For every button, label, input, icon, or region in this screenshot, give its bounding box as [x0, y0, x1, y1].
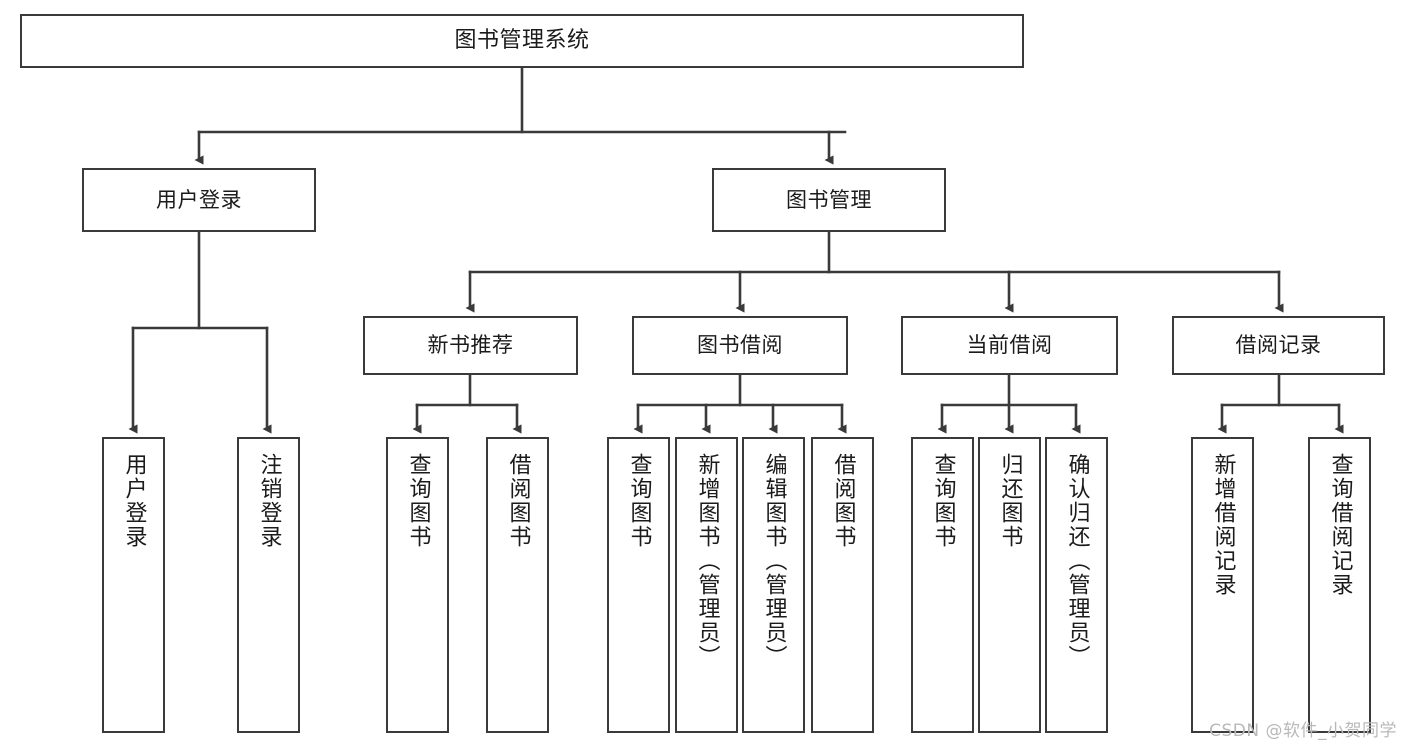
node-leaf-borrow-book-1-label: 借阅图书: [505, 453, 531, 549]
node-user-login-label: 用户登录: [156, 187, 242, 212]
node-leaf-add-book[interactable]: 新增图书（管理员）: [675, 437, 738, 733]
node-current-borrow-label: 当前借阅: [966, 333, 1053, 358]
node-book-manage-label: 图书管理: [786, 187, 872, 212]
node-leaf-logout-label: 注销登录: [256, 453, 282, 549]
node-current-borrow[interactable]: 当前借阅: [901, 316, 1118, 375]
node-new-book-rec[interactable]: 新书推荐: [363, 316, 578, 375]
node-leaf-query-record[interactable]: 查询借阅记录: [1308, 437, 1371, 733]
node-leaf-logout[interactable]: 注销登录: [237, 437, 300, 733]
node-leaf-edit-book-label: 编辑图书（管理员）: [761, 453, 787, 669]
node-leaf-query-record-label: 查询借阅记录: [1327, 453, 1353, 597]
node-leaf-borrow-book-2-label: 借阅图书: [830, 453, 856, 549]
node-leaf-add-book-label: 新增图书（管理员）: [694, 453, 720, 669]
node-user-login[interactable]: 用户登录: [82, 168, 316, 232]
node-leaf-query-book-3-label: 查询图书: [930, 453, 956, 549]
node-leaf-borrow-book-1[interactable]: 借阅图书: [486, 437, 549, 733]
node-leaf-add-record[interactable]: 新增借阅记录: [1191, 437, 1254, 733]
node-leaf-add-record-label: 新增借阅记录: [1210, 453, 1236, 597]
node-borrow-record[interactable]: 借阅记录: [1172, 316, 1385, 375]
node-leaf-query-book-2-label: 查询图书: [626, 453, 652, 549]
node-leaf-user-login-label: 用户登录: [121, 453, 147, 549]
node-leaf-return-book-label: 归还图书: [997, 453, 1023, 549]
node-leaf-return-book[interactable]: 归还图书: [978, 437, 1041, 733]
node-borrow-record-label: 借阅记录: [1235, 333, 1322, 358]
node-book-borrow[interactable]: 图书借阅: [632, 316, 848, 375]
node-leaf-user-login[interactable]: 用户登录: [102, 437, 165, 733]
node-leaf-query-book-2[interactable]: 查询图书: [607, 437, 670, 733]
node-leaf-confirm-return-label: 确认归还（管理员）: [1064, 453, 1090, 669]
node-leaf-query-book-3[interactable]: 查询图书: [911, 437, 974, 733]
node-leaf-confirm-return[interactable]: 确认归还（管理员）: [1045, 437, 1108, 733]
csdn-watermark: CSDN @软件_小贺同学: [1209, 721, 1397, 741]
node-new-book-rec-label: 新书推荐: [427, 333, 514, 358]
node-root[interactable]: 图书管理系统: [20, 14, 1024, 68]
node-leaf-query-book-1-label: 查询图书: [405, 453, 431, 549]
node-leaf-query-book-1[interactable]: 查询图书: [386, 437, 449, 733]
node-book-manage[interactable]: 图书管理: [712, 168, 946, 232]
node-root-label: 图书管理系统: [454, 28, 590, 54]
node-leaf-borrow-book-2[interactable]: 借阅图书: [811, 437, 874, 733]
node-book-borrow-label: 图书借阅: [697, 333, 783, 358]
node-leaf-edit-book[interactable]: 编辑图书（管理员）: [742, 437, 805, 733]
